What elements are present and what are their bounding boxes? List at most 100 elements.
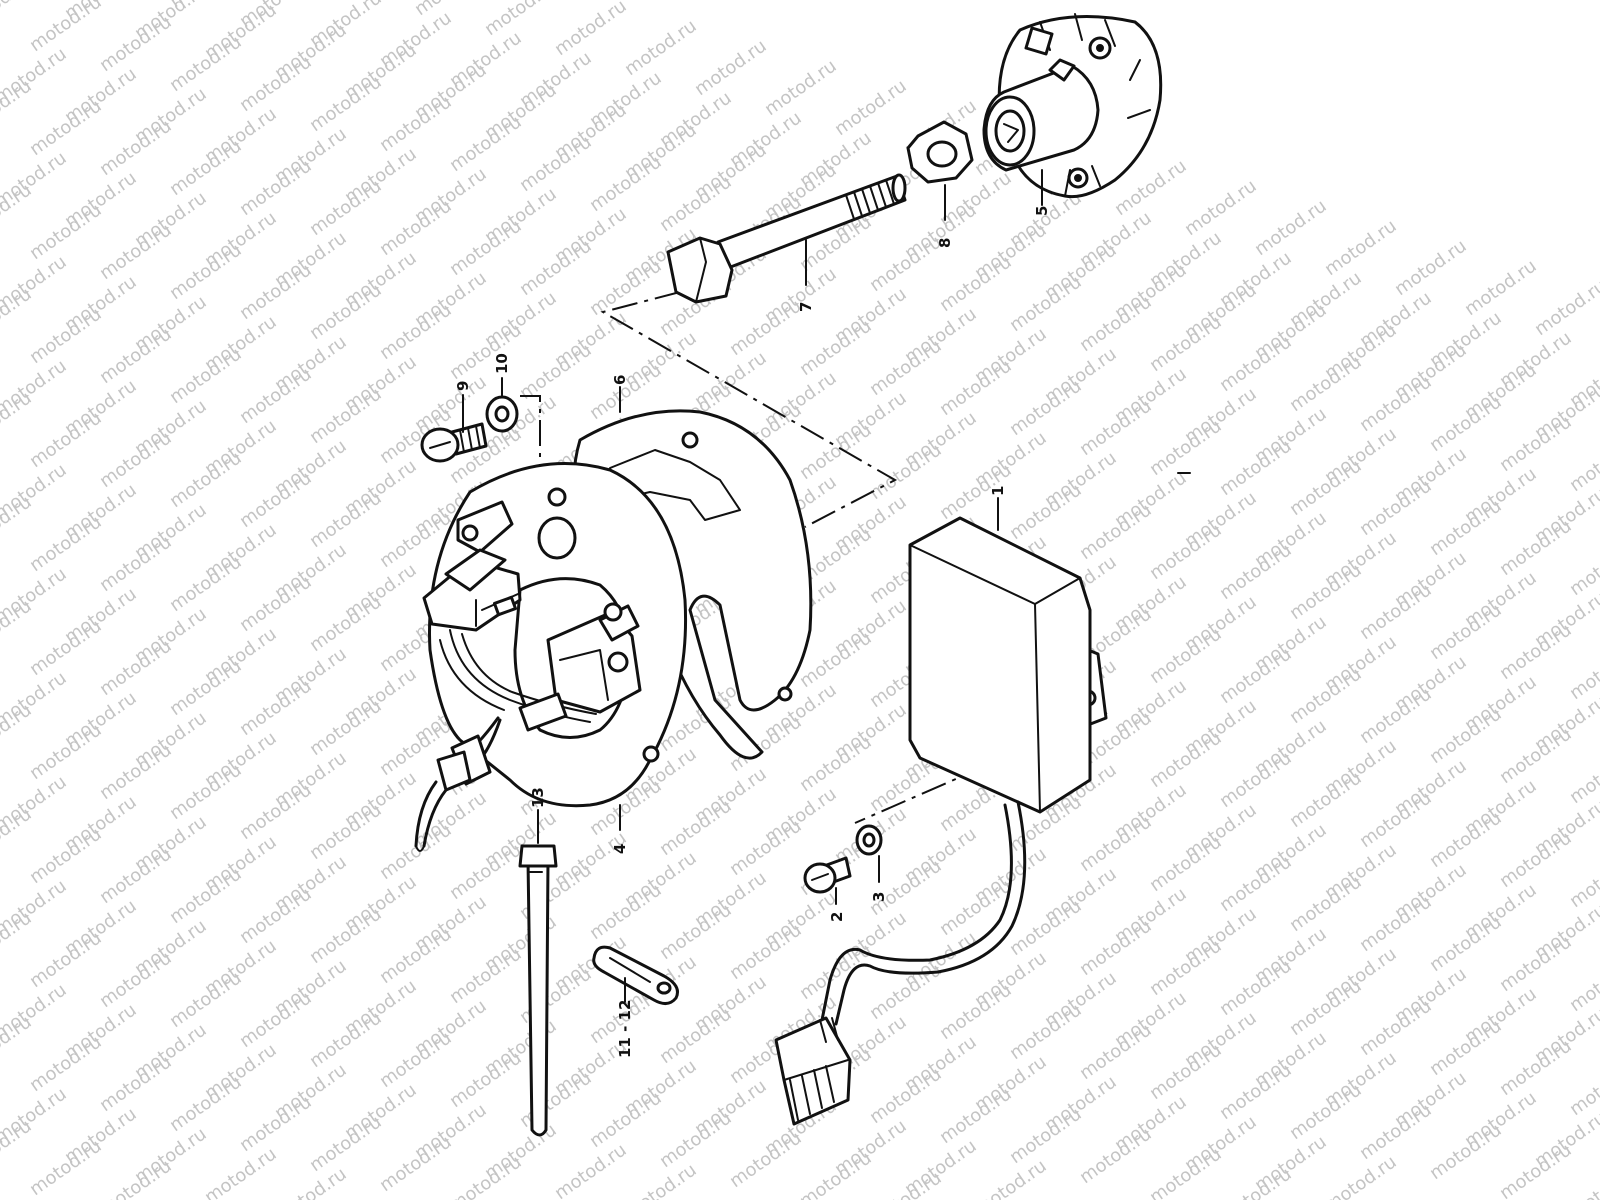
watermark-text: motod.ru — [586, 1088, 666, 1153]
watermark-text: motod.ru — [866, 856, 946, 921]
watermark-text: motod.ru — [236, 572, 316, 637]
watermark-text: motod.ru — [236, 884, 316, 949]
watermark-text: motod.ru — [376, 1132, 456, 1197]
label-part-6: 6 — [611, 375, 629, 385]
long-bolt — [666, 173, 907, 304]
watermark-text: motod.ru — [1356, 580, 1436, 645]
watermark-text: motod.ru — [236, 52, 316, 117]
washer-10 — [485, 395, 519, 433]
watermark-text: motod.ru — [1076, 292, 1156, 357]
watermark-text: motod.ru — [166, 344, 246, 409]
watermark-text: motod.ru — [971, 1156, 1051, 1200]
watermark-text: motod.ru — [166, 1072, 246, 1137]
watermark-text: motod.ru — [1286, 352, 1366, 417]
watermark-text: motod.ru — [621, 1160, 701, 1200]
watermark-text: motod.ru — [1076, 500, 1156, 565]
watermark-text: motod.ru — [1076, 1124, 1156, 1189]
watermark-text: motod.ru — [1426, 1016, 1506, 1081]
watermark-text: motod.ru — [1426, 912, 1506, 977]
watermark-text: motod.ru — [1356, 1100, 1436, 1165]
nut — [906, 120, 974, 184]
watermark-text: motod.ru — [1496, 828, 1576, 893]
watermark-text: motod.ru — [1496, 932, 1576, 997]
watermark-text: motod.ru — [481, 0, 561, 40]
watermark-text: motod.ru — [271, 1164, 351, 1200]
watermark-text: motod.ru — [1286, 560, 1366, 625]
watermark-text: motod.ru — [936, 1084, 1016, 1149]
watermark-text: motod.ru — [446, 1048, 526, 1113]
watermark-text: motod.ru — [1146, 624, 1226, 689]
watermark-text: motod.ru — [1356, 372, 1436, 437]
watermark-text: motod.ru — [446, 944, 526, 1009]
watermark-text: motod.ru — [236, 468, 316, 533]
watermark-text: motod.ru — [1286, 456, 1366, 521]
watermark-text: motod.ru — [1496, 1140, 1576, 1200]
watermark-text: motod.ru — [726, 296, 806, 361]
watermark-text: motod.ru — [866, 336, 946, 401]
watermark-text: motod.ru — [656, 1004, 736, 1069]
watermark-text: motod.ru — [586, 152, 666, 217]
watermark-text: motod.ru — [796, 316, 876, 381]
watermark-text: motod.ru — [1146, 1144, 1226, 1200]
watermark-text: motod.ru — [306, 72, 386, 137]
watermark-text: motod.ru — [96, 428, 176, 493]
watermark-text: motod.ru — [1321, 216, 1401, 281]
watermark-text: motod.ru — [1391, 236, 1471, 301]
watermark-text: motod.ru — [166, 136, 246, 201]
watermark-text: motod.ru — [936, 356, 1016, 421]
watermark-text: motod.ru — [516, 1068, 596, 1133]
watermark-text: motod.ru — [306, 176, 386, 241]
watermark-text: motod.ru — [1076, 1020, 1156, 1085]
watermark-text: motod.ru — [446, 320, 526, 385]
watermark-text: motod.ru — [26, 512, 106, 577]
part-labels: 5 8 7 6 9 10 4 1 2 3 11 - 12 13 — [454, 206, 1051, 1058]
watermark-text: motod.ru — [96, 12, 176, 77]
watermark-text: motod.ru — [1356, 996, 1436, 1061]
screw-9 — [420, 422, 488, 463]
watermark-text: motod.ru — [1356, 892, 1436, 957]
watermark-text: motod.ru — [1496, 1036, 1576, 1101]
watermark-text: motod.ru — [1356, 684, 1436, 749]
watermark-text: motod.ru — [1146, 936, 1226, 1001]
watermark-text: motod.ru — [96, 1156, 176, 1200]
watermark-text: motod.ru — [306, 488, 386, 553]
watermark-text: motod.ru — [1076, 812, 1156, 877]
watermark-text: motod.ru — [1146, 312, 1226, 377]
leader-lines — [462, 169, 1191, 1003]
watermark-text: motod.ru — [1496, 724, 1576, 789]
watermark-text: motod.ru — [1146, 416, 1226, 481]
watermark-text: motod.ru — [796, 1148, 876, 1200]
watermark-text: motod.ru — [306, 384, 386, 449]
watermark-text: motod.ru — [656, 172, 736, 237]
watermark-text: motod.ru — [26, 720, 106, 785]
watermark-text: motod.ru — [1216, 956, 1296, 1021]
watermark-text: motod.ru — [656, 900, 736, 965]
watermark-text: motod.ru — [516, 236, 596, 301]
watermark-text: motod.ru — [376, 300, 456, 365]
watermark-text: motod.ru — [166, 968, 246, 1033]
watermark-text: motod.ru — [26, 200, 106, 265]
watermark-text: motod.ru — [166, 552, 246, 617]
watermark-text: motod.ru — [1496, 620, 1576, 685]
watermark-text: motod.ru — [1426, 808, 1506, 873]
watermark-text: motod.ru — [516, 340, 596, 405]
label-part-9: 9 — [454, 381, 472, 391]
watermark-text: motod.ru — [1426, 600, 1506, 665]
watermark-text: motod.ru — [306, 1008, 386, 1073]
watermark-text: motod.ru — [831, 76, 911, 141]
watermark-text: motod.ru — [1461, 256, 1541, 321]
watermark-text: motod.ru — [726, 1128, 806, 1193]
watermark-text: motod.ru — [1321, 1152, 1401, 1200]
watermark-text: motod.ru — [1146, 832, 1226, 897]
watermark-text: motod.ru — [1146, 520, 1226, 585]
watermark-text: motod.ru — [1216, 436, 1296, 501]
watermark-text: motod.ru — [1076, 916, 1156, 981]
label-part-13: 13 — [529, 787, 547, 808]
watermark-text: motod.ru — [1216, 644, 1296, 709]
watermark-text: motod.ru — [1006, 896, 1086, 961]
watermark-text: motod.ru — [1286, 768, 1366, 833]
watermark-text: motod.ru — [1426, 392, 1506, 457]
watermark-text: motod.ru — [306, 800, 386, 865]
watermark-text: motod.ru — [551, 0, 631, 60]
watermark-text: motod.ru — [761, 56, 841, 121]
